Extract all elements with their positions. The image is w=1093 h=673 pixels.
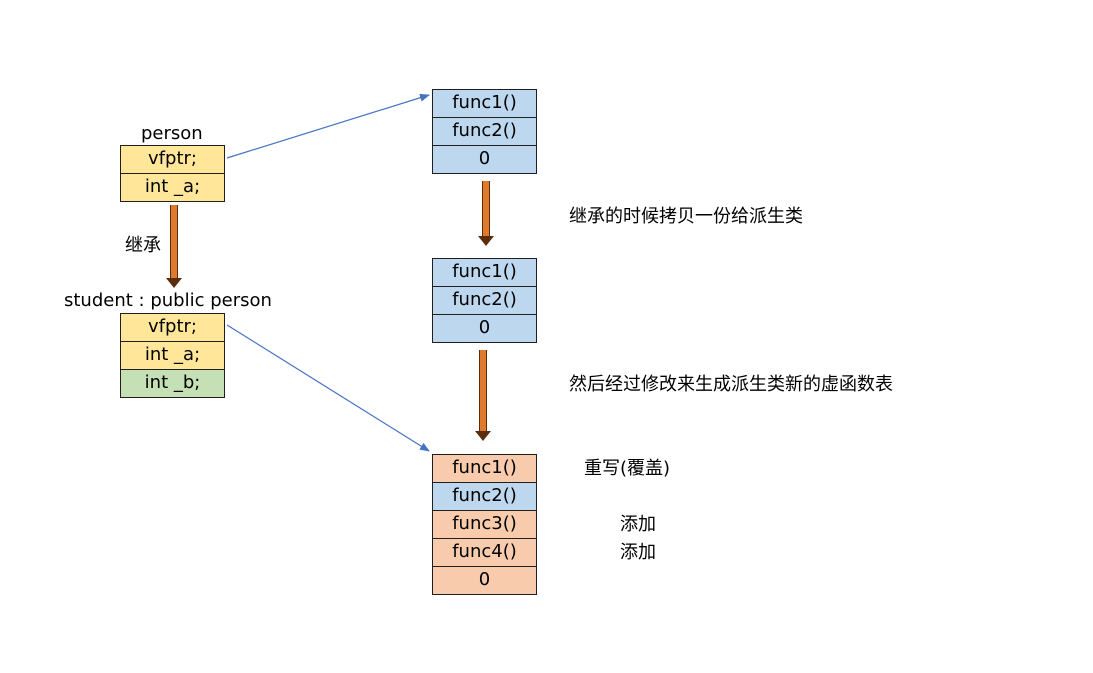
student-int-a-field: int _a; <box>120 341 225 370</box>
inherit-label: 继承 <box>125 235 161 256</box>
derived-vtable-terminator: 0 <box>432 566 537 595</box>
override-note: 重写(覆盖) <box>584 458 671 479</box>
inherit-arrow <box>166 205 182 288</box>
student-vfptr-pointer <box>226 324 430 452</box>
student-vfptr-field: vfptr; <box>120 313 225 342</box>
modify-arrow <box>475 350 491 441</box>
copied-vtable-func2: func2() <box>432 286 537 315</box>
derived-vtable-func4: func4() <box>432 538 537 567</box>
person-class-title: person <box>141 123 203 144</box>
copy-note: 继承的时候拷贝一份给派生类 <box>569 206 803 227</box>
add-note-func4: 添加 <box>620 542 656 563</box>
add-note-func3: 添加 <box>620 514 656 535</box>
derived-vtable-func1: func1() <box>432 454 537 483</box>
person-int-a-field: int _a; <box>120 173 225 202</box>
base-vtable-terminator: 0 <box>432 145 537 174</box>
copy-arrow <box>478 181 494 246</box>
base-vtable-func1: func1() <box>432 89 537 118</box>
copied-vtable-terminator: 0 <box>432 314 537 343</box>
modify-note: 然后经过修改来生成派生类新的虚函数表 <box>569 374 893 395</box>
derived-vtable-func3: func3() <box>432 510 537 539</box>
derived-vtable-func2: func2() <box>432 482 537 511</box>
base-vtable-func2: func2() <box>432 117 537 146</box>
student-int-b-field: int _b; <box>120 369 225 398</box>
person-vfptr-pointer <box>226 93 430 159</box>
copied-vtable-func1: func1() <box>432 258 537 287</box>
student-class-title: student : public person <box>64 290 272 311</box>
